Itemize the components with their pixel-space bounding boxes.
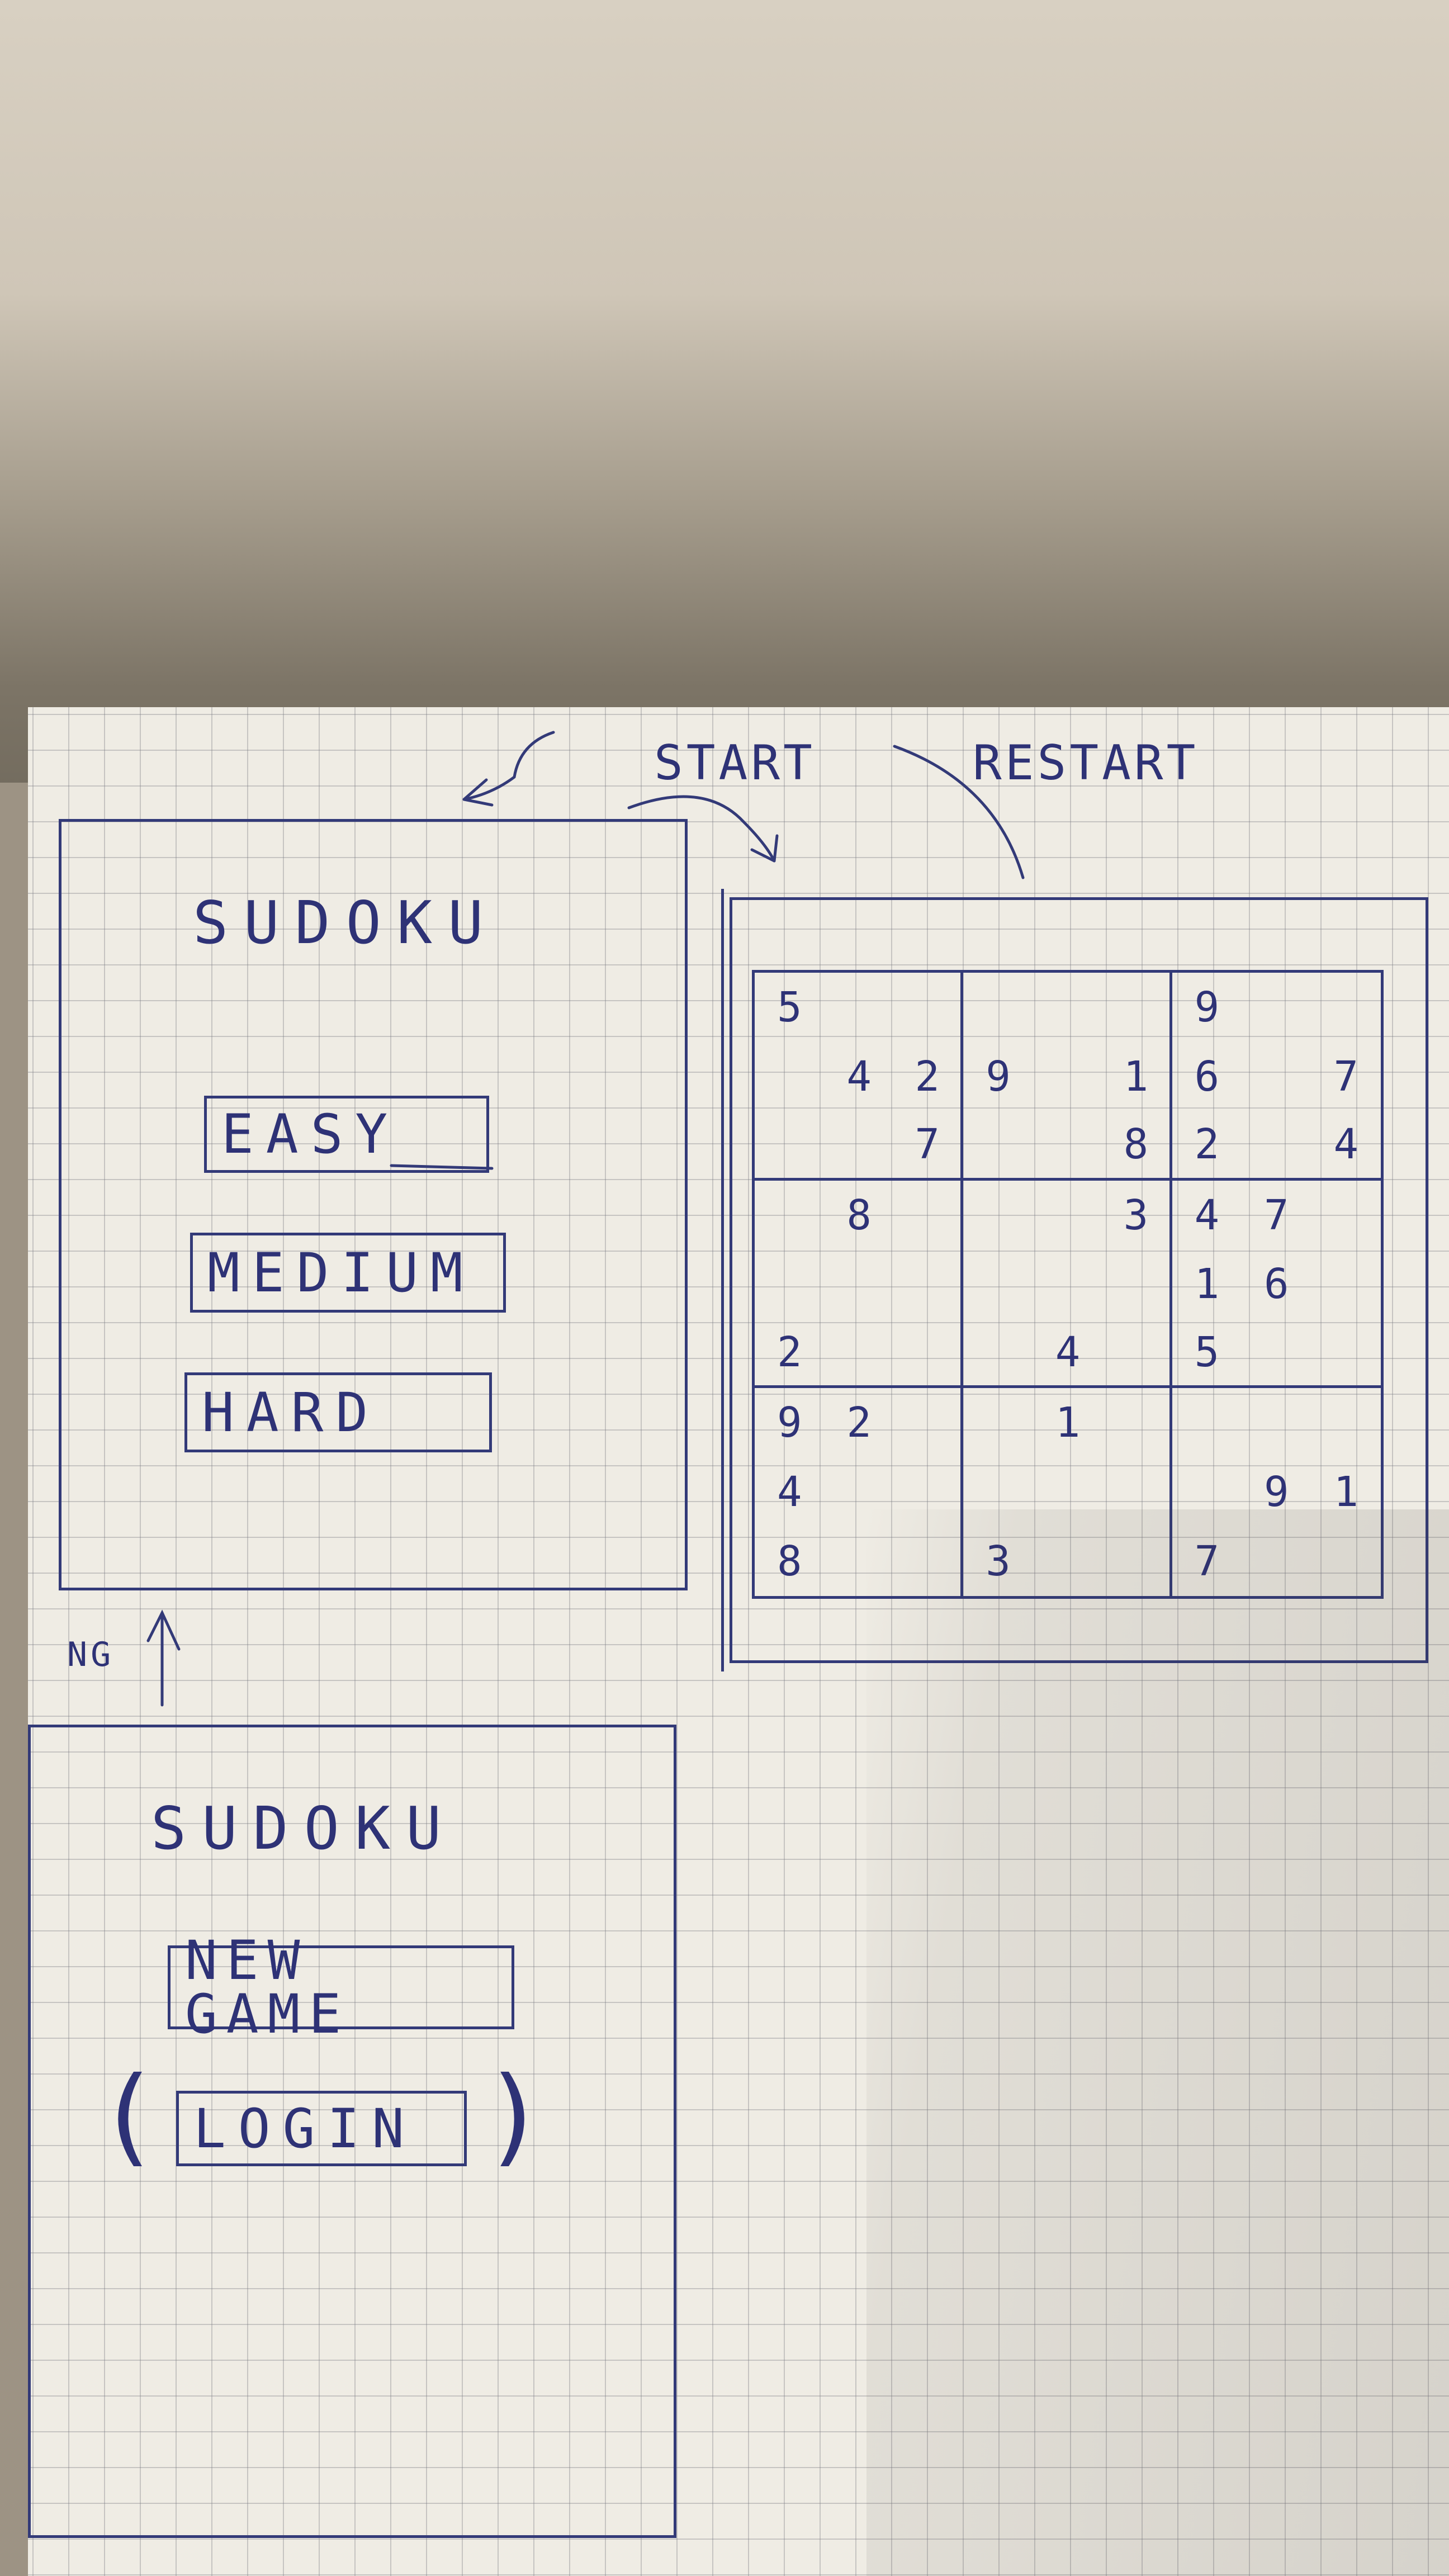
sudoku-cell[interactable] [1033,1111,1103,1181]
sudoku-cell[interactable]: 5 [776,983,802,1031]
sudoku-cell[interactable]: 2 [846,1399,872,1447]
sudoku-cell[interactable]: 4 [1311,1111,1381,1181]
sudoku-cell[interactable]: 8 [776,1537,802,1586]
sudoku-cell[interactable]: 7 [1333,1052,1359,1101]
sudoku-cell[interactable] [824,1319,894,1389]
background-wall [0,0,1449,839]
start-annotation: START [654,735,816,791]
start-screen-frame [28,1725,676,2538]
back-arrow-icon [462,731,555,801]
sudoku-cell[interactable] [1102,1457,1172,1527]
sudoku-cell[interactable]: 7 [893,1111,964,1181]
game-screen-outer-line [721,889,1449,1671]
sudoku-cell[interactable]: 4 [1033,1319,1103,1389]
sudoku-cell[interactable]: 1 [1102,1041,1172,1111]
up-arrow-icon [146,1609,181,1707]
sudoku-cell[interactable]: 9 [986,1052,1011,1101]
sudoku-cell[interactable] [1102,1249,1172,1319]
hard-button[interactable]: HARD [184,1372,492,1452]
sudoku-cell[interactable] [1311,1319,1381,1389]
sudoku-cell[interactable]: 8 [1102,1111,1172,1181]
sudoku-cell[interactable]: 9 [1194,983,1220,1031]
sudoku-cell[interactable] [894,1457,964,1527]
medium-button[interactable]: MEDIUM [190,1233,506,1313]
restart-annotation: RESTART [973,735,1199,791]
sudoku-cell[interactable]: 2 [755,1319,825,1389]
sudoku-cell[interactable]: 3 [1102,1180,1172,1250]
sudoku-cell[interactable] [963,1111,1033,1181]
sudoku-cell[interactable]: 8 [846,1191,872,1239]
sudoku-cell[interactable] [1102,1388,1172,1458]
start-title: SUDOKU [151,1794,457,1863]
sudoku-cell[interactable]: 1 [1194,1260,1220,1309]
start-arrow-icon [627,795,776,863]
sudoku-cell[interactable] [1242,1111,1311,1181]
sudoku-cell[interactable]: 9 [1264,1468,1289,1517]
graph-paper [28,707,1449,2576]
sudoku-cell[interactable]: 7 [1194,1537,1220,1586]
sudoku-cell[interactable] [894,1388,964,1458]
sudoku-cell[interactable]: 4 [1194,1191,1220,1239]
easy-button[interactable]: EASY [204,1096,489,1173]
sudoku-cell[interactable]: 3 [986,1537,1011,1586]
sudoku-cell[interactable]: 5 [1172,1319,1242,1389]
sudoku-cell[interactable]: 6 [1194,1052,1220,1101]
sudoku-cell[interactable] [1102,973,1172,1042]
sudoku-cell[interactable]: 7 [1264,1191,1289,1239]
sudoku-cell[interactable] [755,1111,825,1181]
sudoku-cell[interactable] [894,973,964,1042]
sudoku-cell[interactable]: 4 [846,1052,872,1101]
sudoku-cell[interactable] [963,1319,1033,1389]
sudoku-cell[interactable] [1242,1319,1311,1389]
sudoku-cell[interactable] [894,1180,964,1250]
sudoku-cell[interactable]: 4 [776,1468,802,1517]
sudoku-cell[interactable] [894,1249,964,1319]
login-close-paren: ) [492,2054,534,2177]
menu-screen-frame [59,819,688,1590]
sudoku-cell[interactable] [824,1111,894,1181]
ng-annotation: NG [67,1635,115,1674]
sudoku-cell[interactable]: 1 [1333,1468,1359,1517]
sudoku-cell[interactable]: 2 [894,1041,964,1111]
sudoku-cell[interactable]: 1 [1055,1399,1081,1447]
game-screen-frame [730,897,1428,1663]
sudoku-cell[interactable] [1102,1527,1172,1596]
sudoku-cell[interactable]: 9 [776,1399,802,1447]
menu-title: SUDOKU [193,889,499,957]
sudoku-cell[interactable]: 2 [1172,1111,1242,1181]
login-button[interactable]: LOGIN [176,2091,467,2166]
sudoku-cell[interactable] [893,1319,964,1389]
restart-line-icon [893,745,1025,879]
sudoku-cell[interactable] [1102,1319,1172,1389]
sudoku-cell[interactable]: 6 [1264,1260,1289,1309]
sudoku-cell[interactable] [894,1527,964,1596]
login-open-paren: ( [109,2054,151,2177]
